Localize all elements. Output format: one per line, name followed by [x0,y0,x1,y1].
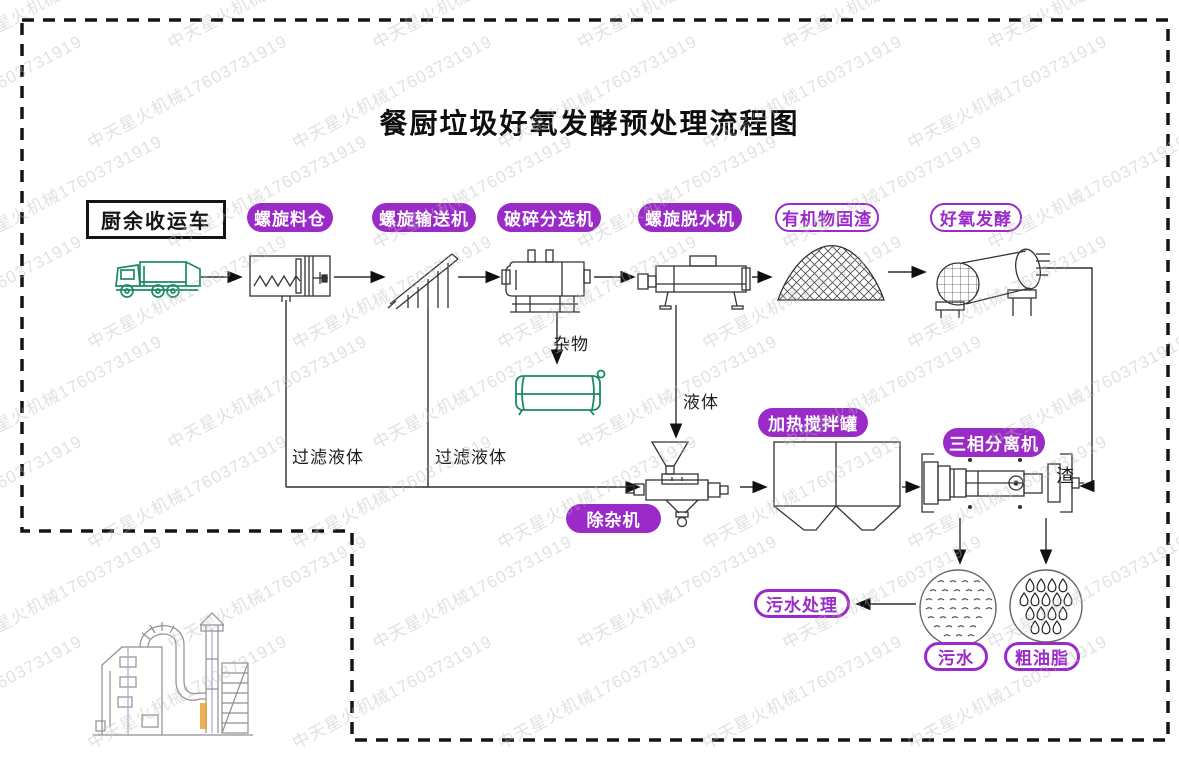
screw-dewaterer-icon [637,255,751,310]
stage-label-crusher-sorter: 破碎分选机 [497,203,601,232]
stage-label-crude-grease: 粗油脂 [1004,642,1080,671]
stage-label-screw-conveyor: 螺旋输送机 [372,203,476,232]
screw-conveyor-icon [387,253,459,310]
three-phase-separator-icon [921,453,1084,513]
screw-hopper-icon [249,255,331,302]
garbage-truck-icon [115,261,201,298]
crude-grease-circle-icon [1009,569,1083,643]
fermentation-drum-icon [935,248,1050,318]
stage-label-heating-mixing-tank: 加热搅拌罐 [758,408,868,437]
stream-label-liquid: 液体 [683,393,719,412]
crusher-sorter-icon [501,249,591,313]
impurity-remover-icon [625,441,729,528]
stage-label-impurity-remover: 除杂机 [566,504,661,533]
page-title: 餐厨垃圾好氧发酵预处理流程图 [379,108,800,139]
stage-label-aerobic-fermentation: 好氧发酵 [930,203,1022,232]
stage-label-sewage-treatment: 污水处理 [754,589,850,618]
stage-label-screw-dewaterer: 螺旋脱水机 [638,203,742,232]
stream-label-slag: 渣 [1056,466,1075,486]
stage-label-screw-hopper: 螺旋料仓 [247,203,333,232]
organic-residue-pile-icon [777,245,885,301]
stream-label-filtered-liquid-a: 过滤液体 [292,448,364,467]
stream-label-filtered-liquid-b: 过滤液体 [435,448,507,467]
stream-label-impurities: 杂物 [553,335,589,354]
scrubber-building-icon [93,612,253,736]
flow-connectors [201,265,1095,611]
heating-mixing-tank-icon [773,441,901,531]
sewage-circle-icon [919,569,997,647]
stage-label-truck: 厨余收运车 [86,200,226,239]
stage-label-organic-residue: 有机物固渣 [775,203,879,232]
stage-label-sewage: 污水 [924,642,988,671]
impurity-bin-icon [515,369,606,416]
dashed-border [20,18,1170,742]
stage-label-three-phase-separator: 三相分离机 [943,428,1045,457]
